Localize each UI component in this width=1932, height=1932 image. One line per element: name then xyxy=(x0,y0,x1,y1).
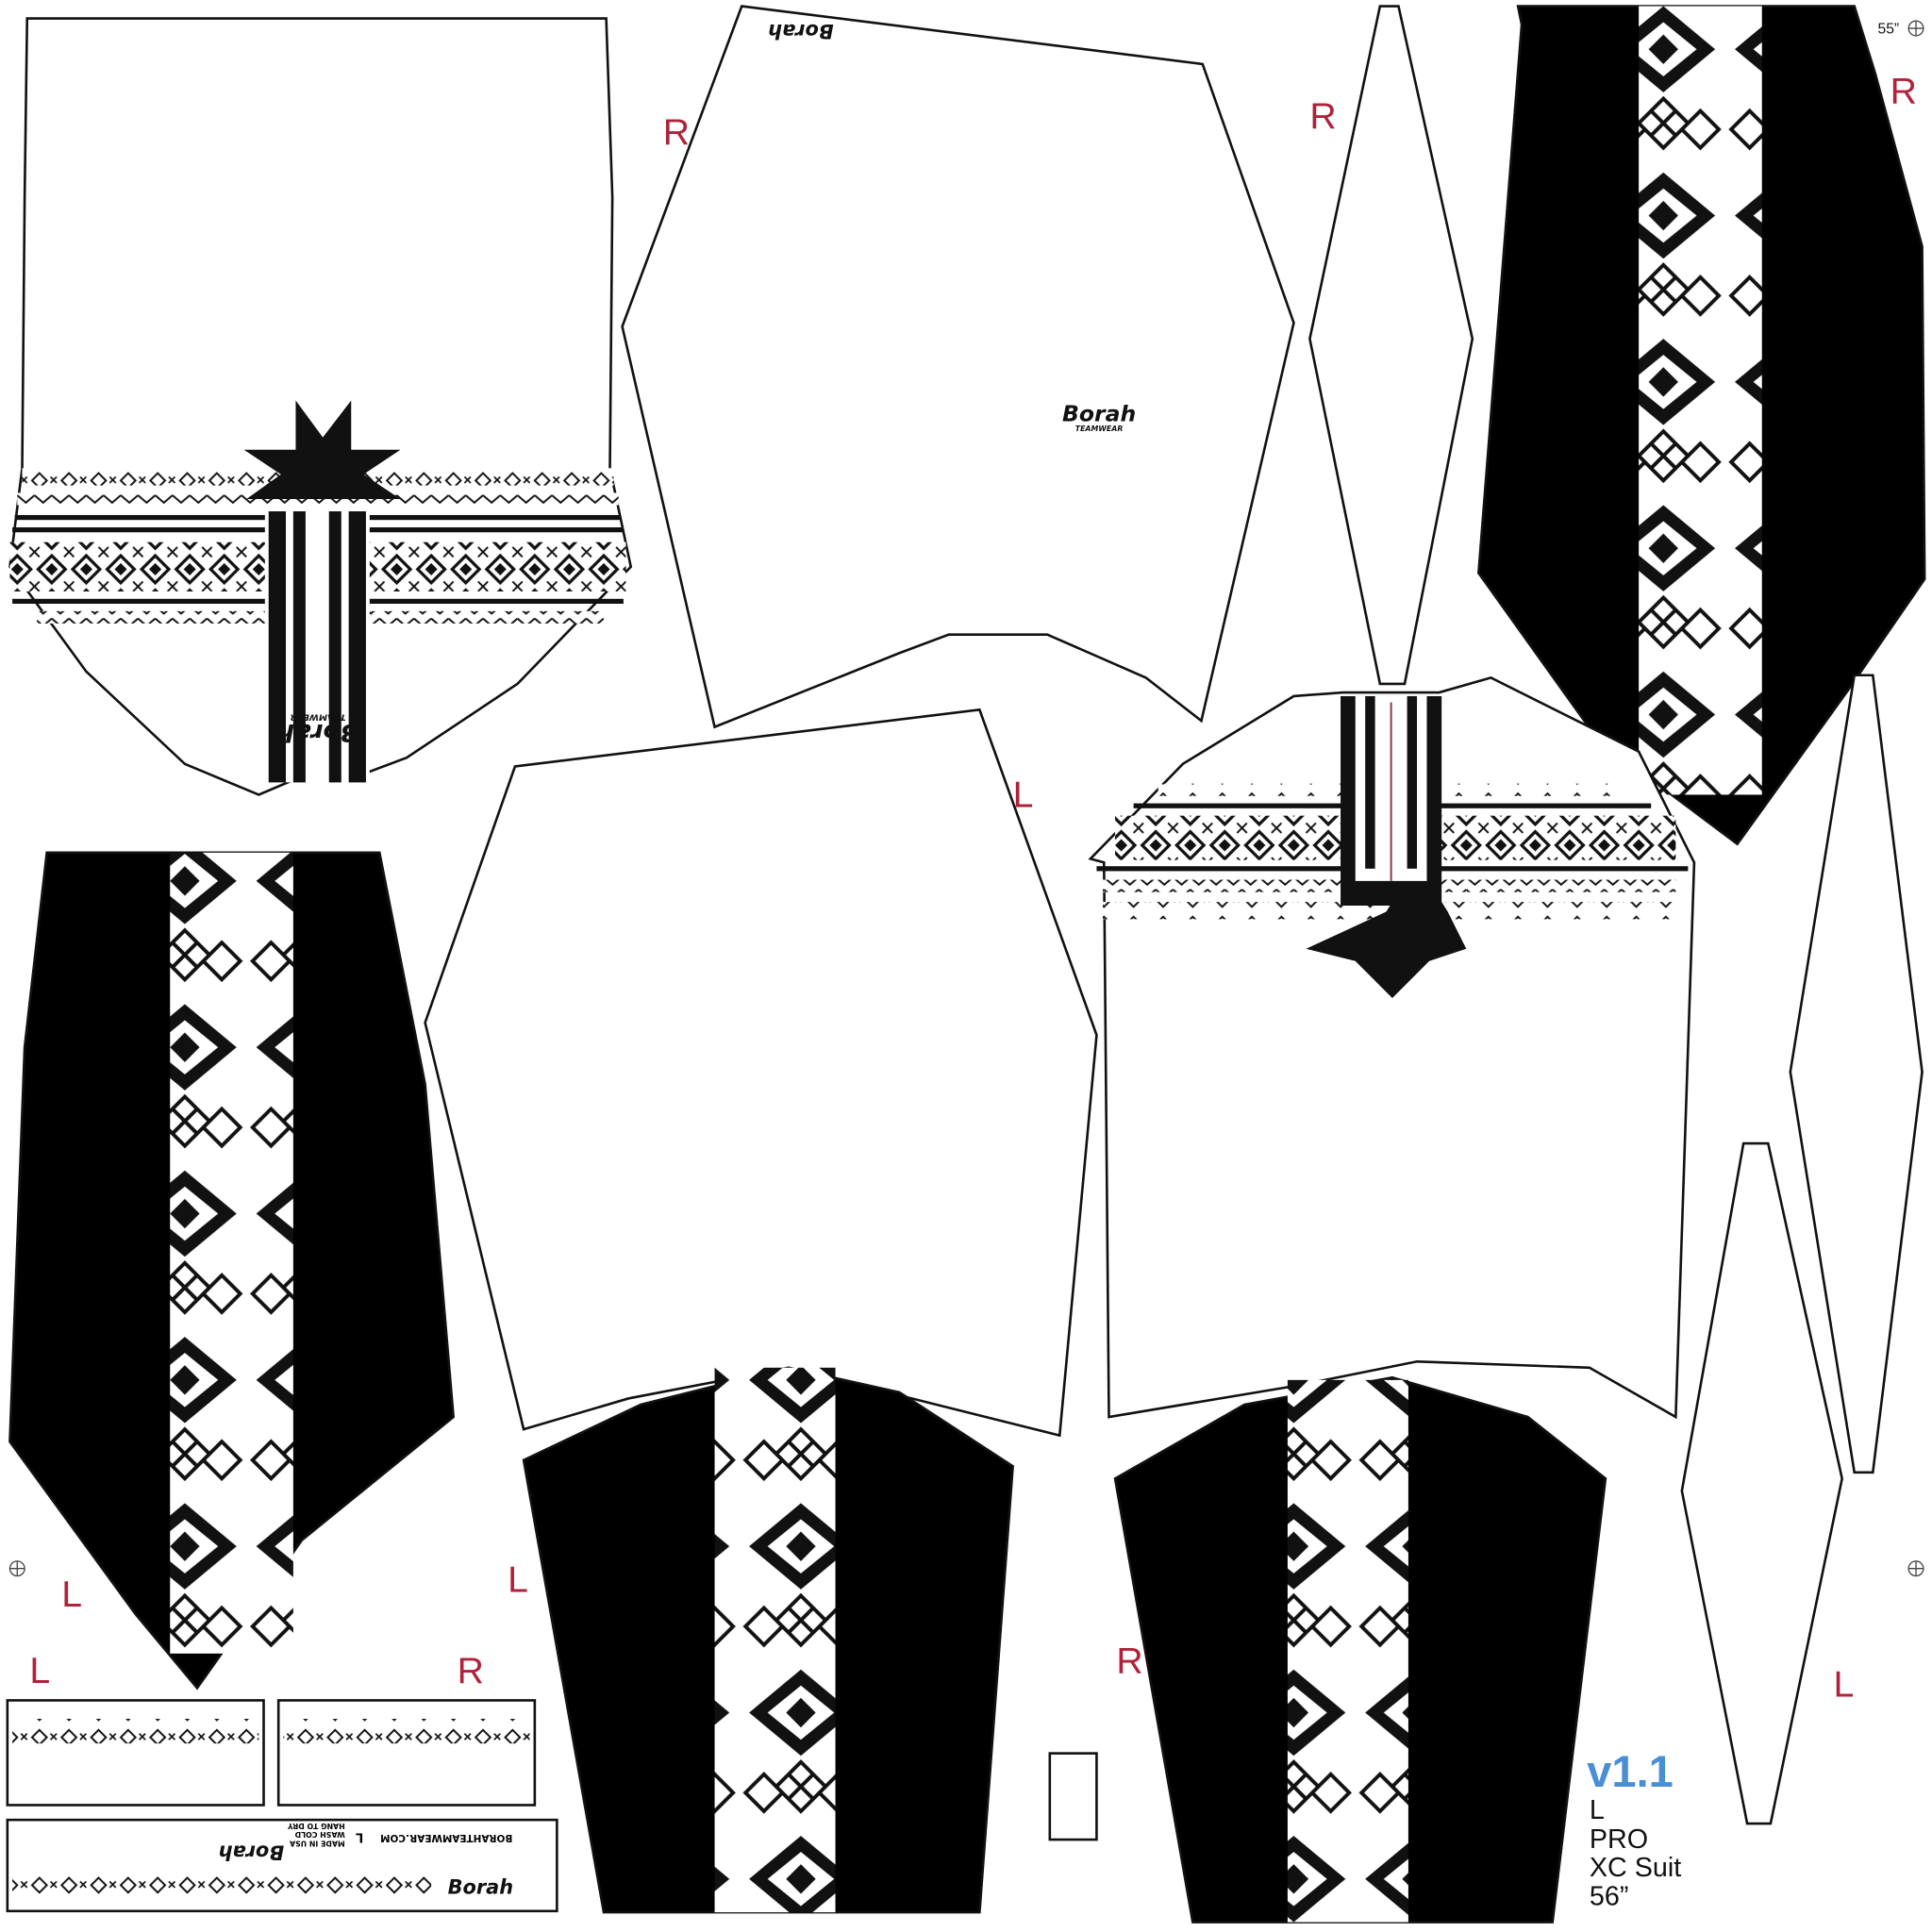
teamwear-sublogo: TEAMWEAR xyxy=(290,712,345,722)
front-panel-left xyxy=(424,708,1098,1438)
leg-panel-left xyxy=(8,851,456,1690)
snowflake-motif xyxy=(243,400,401,499)
product-label: XC Suit xyxy=(1590,1853,1681,1883)
waistband: Borah MADE IN USA WASH COLD HANG TO DRY … xyxy=(6,1818,558,1913)
small-tab-piece xyxy=(1048,1752,1098,1841)
borah-logo-upside-down: Borah xyxy=(219,1841,285,1864)
side-label-left: L xyxy=(508,1560,528,1601)
size-label: L xyxy=(1590,1795,1605,1825)
side-label-left: L xyxy=(1013,775,1034,816)
side-insert-panel xyxy=(1680,1141,1843,1825)
line-label: PRO xyxy=(1590,1824,1648,1855)
sleeve-left xyxy=(522,1366,1014,1914)
teamwear-sublogo: TEAMWEAR xyxy=(1075,425,1124,433)
website-text: BORAHTEAMWEAR.COM xyxy=(380,1832,512,1843)
side-label-right: R xyxy=(1309,96,1336,137)
side-label-right: R xyxy=(1890,72,1917,112)
cuff-left xyxy=(6,1699,265,1807)
registration-mark-icon xyxy=(8,20,1924,1577)
version-label: v1.1 xyxy=(1587,1746,1674,1796)
front-panel-right-upper: Borah Borah TEAMWEAR xyxy=(621,5,1295,729)
care-label-made-in-usa: MADE IN USA xyxy=(289,1839,345,1847)
size-marker: 55” xyxy=(1878,21,1900,37)
borah-logo: Borah xyxy=(1062,401,1136,427)
width-label: 56” xyxy=(1590,1881,1629,1911)
side-label-right: R xyxy=(663,112,690,153)
side-label-right: R xyxy=(458,1651,484,1691)
leg-panel-right-top xyxy=(1477,5,1926,846)
borah-logo: Borah xyxy=(448,1876,514,1899)
sleeve-right xyxy=(1113,1375,1607,1924)
care-label-wash-cold: WASH COLD xyxy=(294,1830,345,1839)
borah-logo: Borah xyxy=(277,718,359,746)
side-insert-panel xyxy=(1308,5,1474,686)
care-label-size: L xyxy=(356,1830,363,1844)
front-yoke-panel xyxy=(1088,675,1696,1420)
back-panel: Borah TEAMWEAR xyxy=(8,17,633,796)
side-label-left: L xyxy=(1834,1665,1855,1706)
borah-logo-small: Borah xyxy=(768,20,834,42)
cuff-right xyxy=(276,1699,537,1807)
care-label-hang-dry: HANG TO DRY xyxy=(288,1822,345,1830)
side-label-left: L xyxy=(29,1651,50,1691)
side-label-left: L xyxy=(61,1574,82,1615)
side-label-right: R xyxy=(1116,1641,1142,1682)
side-insert-panel xyxy=(1789,674,1924,1474)
